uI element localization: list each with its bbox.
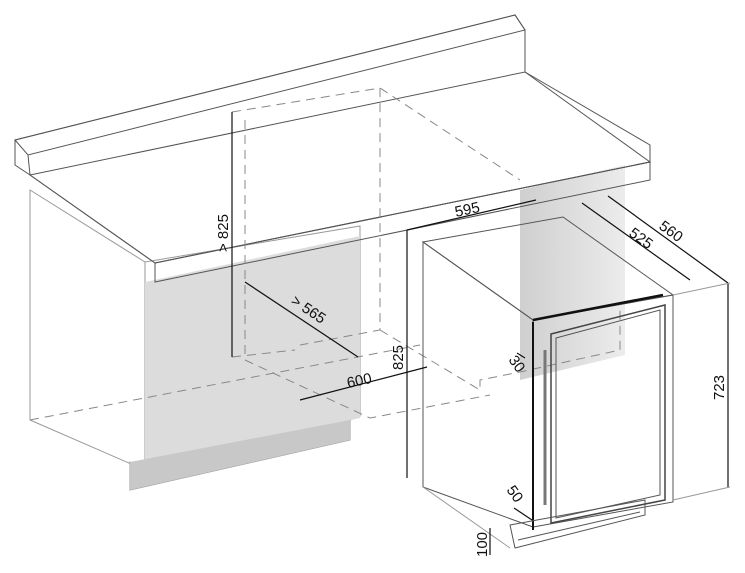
plinth-grille <box>509 499 646 549</box>
countertop <box>14 14 652 283</box>
side-panel <box>145 236 360 466</box>
left-cabinet <box>29 165 625 491</box>
door-glass <box>555 309 661 519</box>
label-appliance-width: 595 <box>453 199 481 221</box>
plinth-left <box>130 420 350 490</box>
label-depth-body: 525 <box>626 224 656 252</box>
dimension-lines <box>231 112 731 555</box>
label-door-offset: 50 <box>503 482 527 505</box>
label-depth-total: 560 <box>656 217 686 245</box>
label-body-height: 723 <box>711 375 728 400</box>
label-niche-height: > 825 <box>215 214 232 252</box>
label-plinth-height: 100 <box>474 532 491 557</box>
label-niche-width: 600 <box>345 370 373 392</box>
label-handle-gap: 30 <box>505 352 529 375</box>
label-appliance-height: 825 <box>390 345 407 370</box>
door-frame <box>550 304 666 524</box>
wine-cooler <box>421 216 675 549</box>
